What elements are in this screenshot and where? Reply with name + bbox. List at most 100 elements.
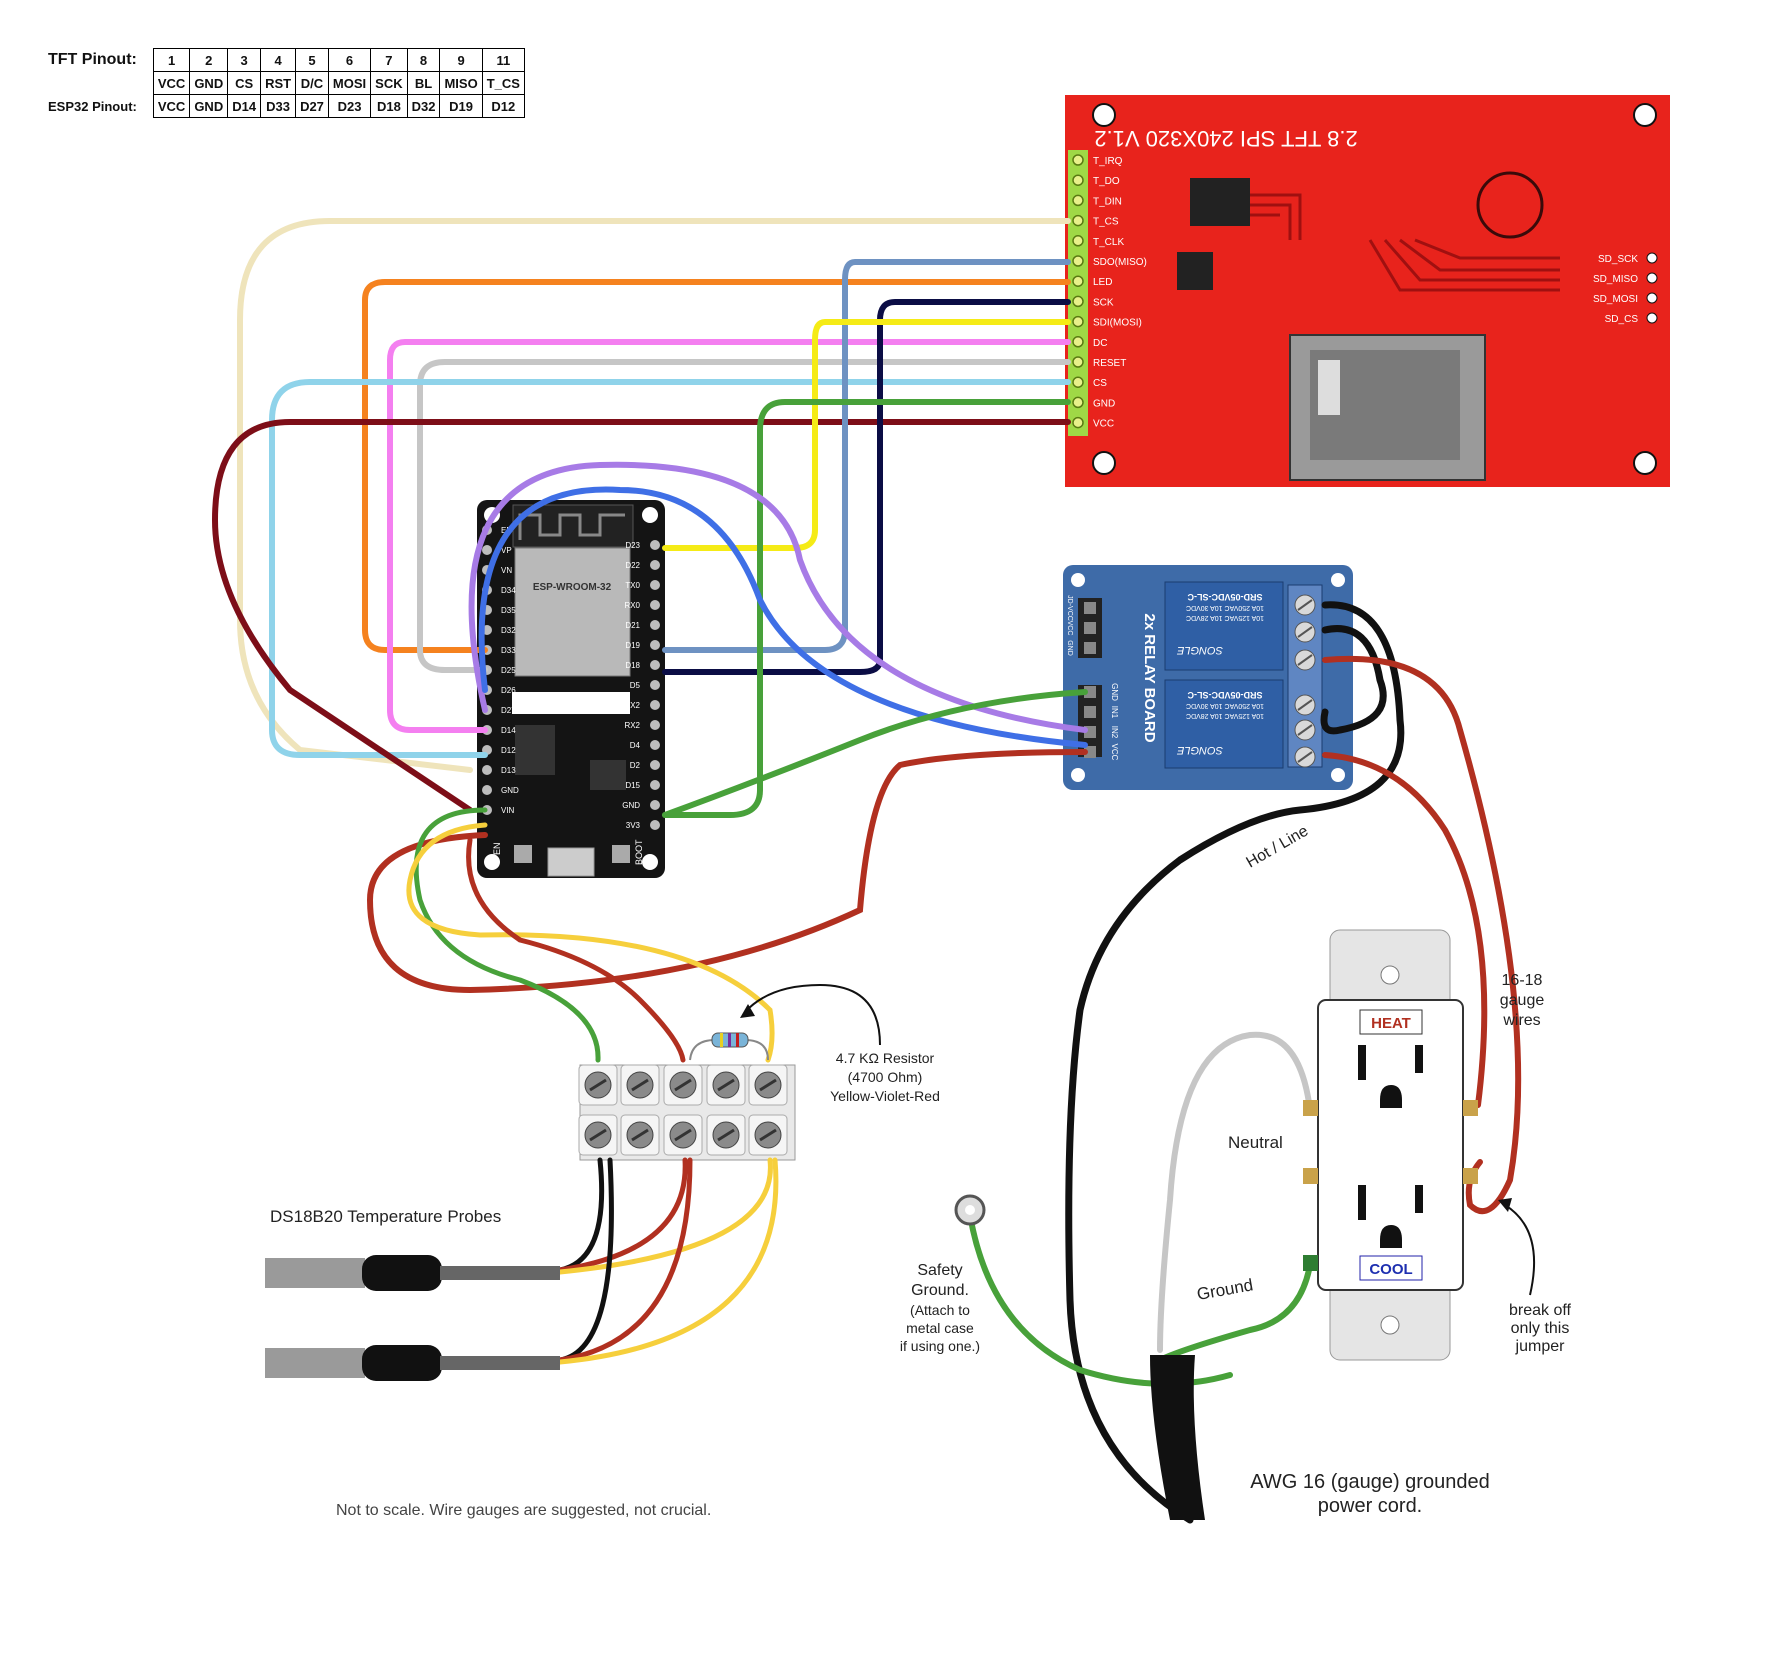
tft-pin-label: VCC [1093,419,1114,430]
chip [515,725,555,775]
esp32-left-pin-label: D13 [501,766,516,775]
esp32-left-pin-label: D33 [501,646,516,655]
probe-2-tip [265,1348,365,1378]
sd-pin-label: SD_MOSI [1593,294,1638,305]
en-button[interactable] [514,845,532,863]
outlet-slot [1358,1185,1366,1220]
wire-black-hot [1065,601,1405,1524]
ground-hole [1380,1085,1402,1108]
mount-hole [1071,768,1085,782]
mount-hole [1331,573,1345,587]
esp32-pin: D32 [406,94,441,118]
esp32-left-pin-label: GND [501,786,519,795]
esp32-left-pin-label: D26 [501,686,516,695]
wire-yellow-probe-vcc [406,822,775,1063]
pin-number: 5 [295,48,329,72]
relay-screws [1294,594,1316,768]
gauge-label-1: 16-18 [1502,972,1543,989]
esp32-pin-pad [650,800,660,810]
esp32-pin-pad [650,780,660,790]
probe-1-black [557,1157,605,1273]
break-off-label-1: break off [1509,1302,1572,1319]
probe-2-yellow [557,1157,779,1365]
outlet-slot [1358,1045,1366,1080]
wire-darkred-vcc [211,419,1071,813]
probe-2-sleeve [362,1345,442,1381]
tft-pin: GND [189,71,229,95]
pin-number: 3 [227,48,262,72]
wire-green-ground [1157,1262,1313,1363]
resistor-band-yellow [720,1033,723,1047]
screw-slot [717,1128,735,1142]
relay-1 [1164,581,1284,671]
wire-green-probe-gnd [413,807,601,1063]
tft-pin-label: SDO(MISO) [1093,257,1147,268]
hot-screw-bottom [1463,1168,1478,1184]
neutral-screw-bottom [1303,1168,1318,1184]
tft-pin: MISO [439,71,483,95]
probe-2-black [557,1157,614,1363]
terminal-screws [578,1064,788,1156]
ground-hole [1380,1225,1402,1248]
relay-header-label: IN2 [1110,726,1119,739]
probe-2-red [557,1157,693,1363]
wire-navy-sck [662,299,1071,675]
tft-pin-pad [1072,255,1084,267]
screw-slot [589,1078,607,1092]
tft-pin-pad [1072,235,1084,247]
screw-slot [1297,626,1313,638]
tft-pin-label: T_DIN [1093,196,1122,207]
touch-controller-chip [1190,178,1250,226]
resistor-label-2: (4700 Ohm) [848,1069,923,1085]
outlet-slot [1415,1045,1423,1073]
tft-pin-pad [1072,174,1084,186]
esp32-left-pin-label: D12 [501,746,516,755]
wire-purple-in1 [468,461,1088,733]
safety-label-1: Safety [917,1262,962,1279]
screw-slot [589,1128,607,1142]
tft-pin-label: T_IRQ [1093,156,1123,167]
relay-1-rating-2: 10A 125VAC 10A 28VDC [1186,614,1264,621]
tft-pin: CS [227,71,262,95]
wire-red-probe-data [466,837,686,1063]
probe-1-cable [440,1266,560,1280]
pin-number: 2 [189,48,229,72]
esp32-pin: VCC [152,94,191,118]
esp32-left-pin-label: D34 [501,586,516,595]
esp32-right-pins: D23D22TX0RX0D21D19D18D5TX2RX2D4D2D15GND3… [622,540,660,830]
esp32-pin-pad [650,540,660,550]
esp32-pin: GND [189,94,229,118]
mount-hole [1633,451,1657,475]
tft-pin: SCK [370,71,408,95]
tft-title: 2.8 TFT SPI 240X320 V1.2 [1094,126,1357,151]
tft-pin: MOSI [327,71,372,95]
wroom-module-shield [514,547,631,677]
header-pin [1084,686,1096,698]
relay-1-brand: SONGLE [1176,644,1223,656]
esp32-pin: D19 [439,94,483,118]
header-pin [1084,746,1096,758]
esp32-left-pin-label: D35 [501,606,516,615]
mount-hole [1092,103,1116,127]
wire-pink-dc [387,339,1071,733]
mount-hole [1092,451,1116,475]
sd-pin-pad [1646,312,1658,324]
esp32-right-pin-label: D18 [625,661,640,670]
esp32-right-pin-label: D19 [625,641,640,650]
jumper-pin [1084,642,1096,654]
module-label: ESP-WROOM-32 [533,582,612,593]
esp32-pin-pad [650,580,660,590]
relay-2-model: SRD-05VDC-SL-C [1187,690,1263,700]
boot-button[interactable] [612,845,630,863]
pin-number: 11 [481,48,525,72]
sd-pin-label: SD_SCK [1598,254,1638,265]
pin-number: 9 [439,48,483,72]
esp32-right-pin-label: D2 [630,761,641,770]
wire-green-gnd [662,399,1071,818]
esp32-pin-pad [650,820,660,830]
screw-slot [759,1128,777,1142]
tft-pin-pad [1072,214,1084,227]
